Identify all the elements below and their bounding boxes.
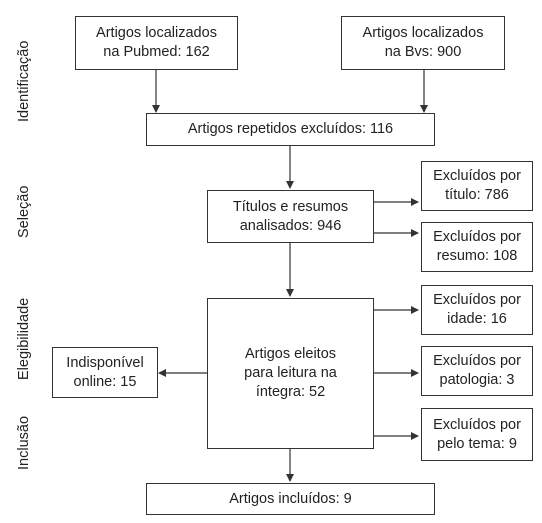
box-pubmed: Artigos localizados na Pubmed: 162 (75, 16, 238, 70)
box-indisponivel: Indisponível online: 15 (52, 347, 158, 398)
box-eleitos: Artigos eleitos para leitura na íntegra:… (207, 298, 374, 449)
box-excl-titulo: Excluídos por título: 786 (421, 161, 533, 211)
box-excl-idade: Excluídos por idade: 16 (421, 285, 533, 335)
box-incluidos: Artigos incluídos: 9 (146, 483, 435, 515)
box-titulos-resumos: Títulos e resumos analisados: 946 (207, 190, 374, 243)
box-excl-resumo: Excluídos por resumo: 108 (421, 222, 533, 272)
box-excl-patologia: Excluídos por patologia: 3 (421, 346, 533, 396)
box-repetidos: Artigos repetidos excluídos: 116 (146, 113, 435, 146)
box-bvs: Artigos localizados na Bvs: 900 (341, 16, 505, 70)
box-excl-tema: Excluídos por pelo tema: 9 (421, 408, 533, 461)
